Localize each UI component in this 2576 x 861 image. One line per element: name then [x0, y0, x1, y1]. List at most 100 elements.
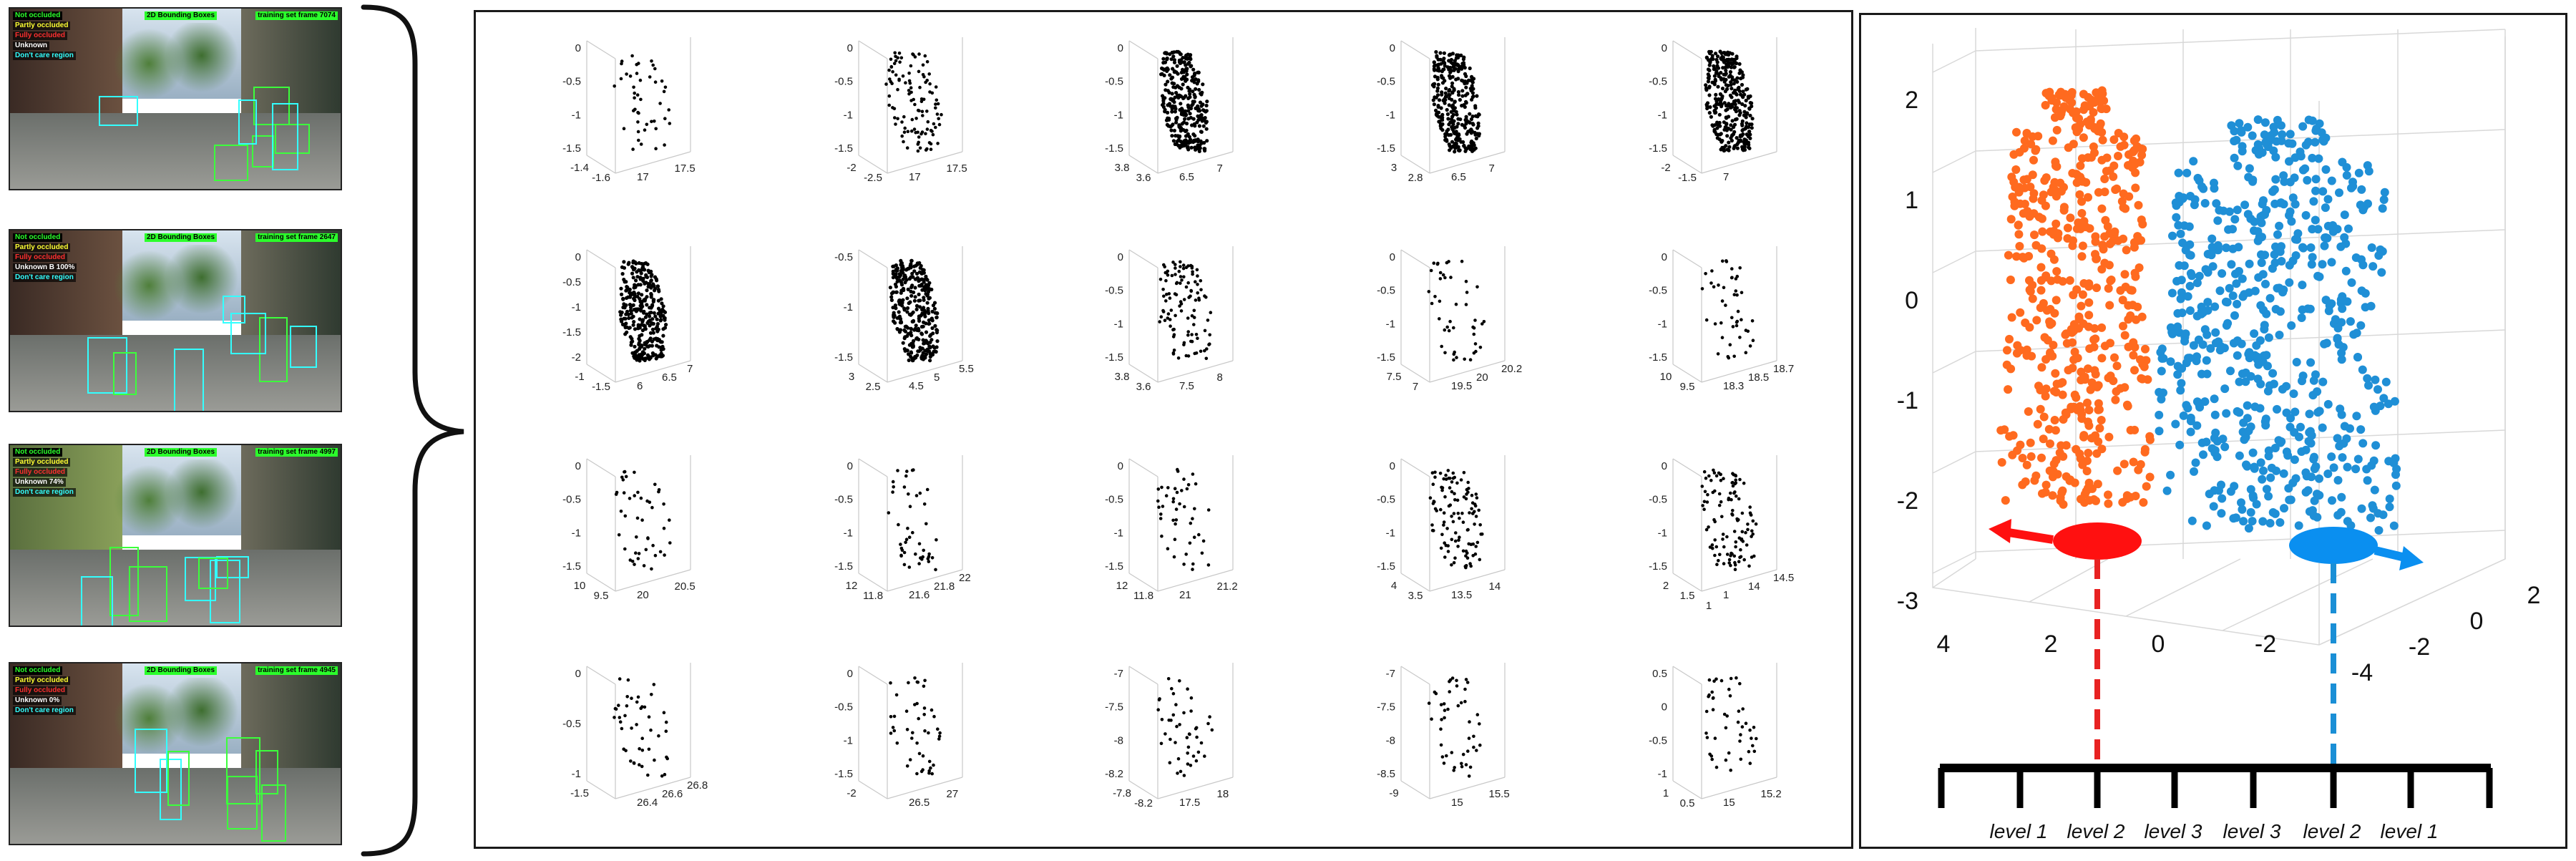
point — [1184, 553, 1188, 556]
point — [630, 696, 633, 700]
point — [626, 678, 630, 682]
point — [631, 323, 635, 327]
point — [2084, 406, 2094, 414]
point — [1720, 336, 1724, 340]
point — [2250, 329, 2259, 339]
point — [921, 114, 924, 117]
point — [1437, 115, 1441, 119]
point — [2120, 331, 2129, 340]
frame-header-right: training set frame 7074 — [255, 11, 338, 20]
point — [2176, 294, 2185, 303]
point — [1191, 67, 1196, 72]
point — [2037, 453, 2046, 462]
point — [660, 346, 664, 350]
point — [1186, 109, 1191, 113]
point — [2069, 236, 2077, 245]
point — [1163, 96, 1167, 100]
plot-y-tick-label: 18 — [1217, 788, 1229, 800]
point — [1747, 146, 1752, 150]
point — [1163, 110, 1167, 114]
point — [2077, 197, 2087, 206]
point — [1738, 138, 1742, 142]
point — [629, 759, 633, 763]
point — [1729, 87, 1734, 91]
plot-axis — [858, 249, 888, 268]
point — [912, 269, 917, 273]
point — [892, 107, 897, 111]
point — [1171, 54, 1176, 59]
point — [1166, 316, 1170, 320]
point — [2285, 278, 2294, 287]
point — [2084, 153, 2092, 162]
point — [2084, 298, 2094, 307]
point — [901, 277, 905, 281]
big-plot-gridline — [1932, 551, 1976, 574]
plot-axis — [1400, 364, 1430, 383]
point — [2066, 213, 2075, 223]
plot-z-tick-label: 0 — [1662, 251, 1667, 263]
point — [2226, 366, 2235, 376]
point — [1431, 482, 1435, 486]
point — [1724, 77, 1728, 82]
point — [2321, 133, 2331, 142]
point — [1162, 294, 1166, 298]
point — [2016, 199, 2025, 208]
point — [1175, 139, 1179, 144]
point — [1167, 90, 1171, 94]
point — [1727, 561, 1731, 565]
point — [650, 327, 655, 331]
point — [1727, 102, 1731, 106]
point — [917, 329, 921, 333]
point — [2122, 245, 2131, 255]
plot-axis — [858, 666, 888, 685]
point — [2346, 521, 2356, 530]
point — [1181, 266, 1186, 271]
point — [1455, 481, 1459, 485]
point — [1727, 497, 1730, 502]
point — [2298, 165, 2308, 175]
point — [2130, 366, 2139, 375]
point — [2186, 427, 2195, 437]
point — [1158, 320, 1161, 324]
plot-y-tick-label: 26.4 — [637, 797, 658, 809]
point — [1740, 530, 1745, 534]
point — [1717, 559, 1720, 563]
point — [1737, 497, 1741, 501]
point — [2218, 494, 2227, 503]
point — [1473, 504, 1478, 508]
point — [1440, 116, 1444, 120]
point — [2037, 244, 2046, 253]
point — [1450, 515, 1453, 518]
point — [1748, 101, 1752, 105]
point — [1712, 74, 1717, 78]
plot-y-tick-label: 6.5 — [662, 371, 677, 384]
plot-y-tick-label: 1 — [1723, 589, 1729, 601]
point — [2131, 183, 2140, 193]
point — [2002, 360, 2011, 369]
point — [2006, 276, 2015, 284]
point — [911, 530, 914, 535]
big-plot-gridline — [1932, 50, 1976, 73]
point — [1716, 122, 1720, 127]
plot-z-tick-label: -0.5 — [834, 494, 853, 506]
point — [1473, 318, 1477, 322]
point — [1179, 309, 1184, 313]
point — [663, 117, 667, 120]
point — [1180, 489, 1184, 492]
point — [1198, 146, 1202, 150]
plot-z-tick-label: -0.5 — [1649, 734, 1667, 746]
point — [1186, 330, 1190, 334]
point — [905, 764, 909, 768]
point — [655, 321, 660, 326]
point — [901, 341, 905, 345]
point — [2075, 449, 2084, 458]
point — [1746, 329, 1750, 334]
point — [1159, 315, 1163, 319]
point — [645, 122, 649, 127]
point — [2373, 385, 2382, 394]
point — [1196, 336, 1199, 341]
point — [635, 93, 640, 97]
point — [1468, 720, 1471, 724]
